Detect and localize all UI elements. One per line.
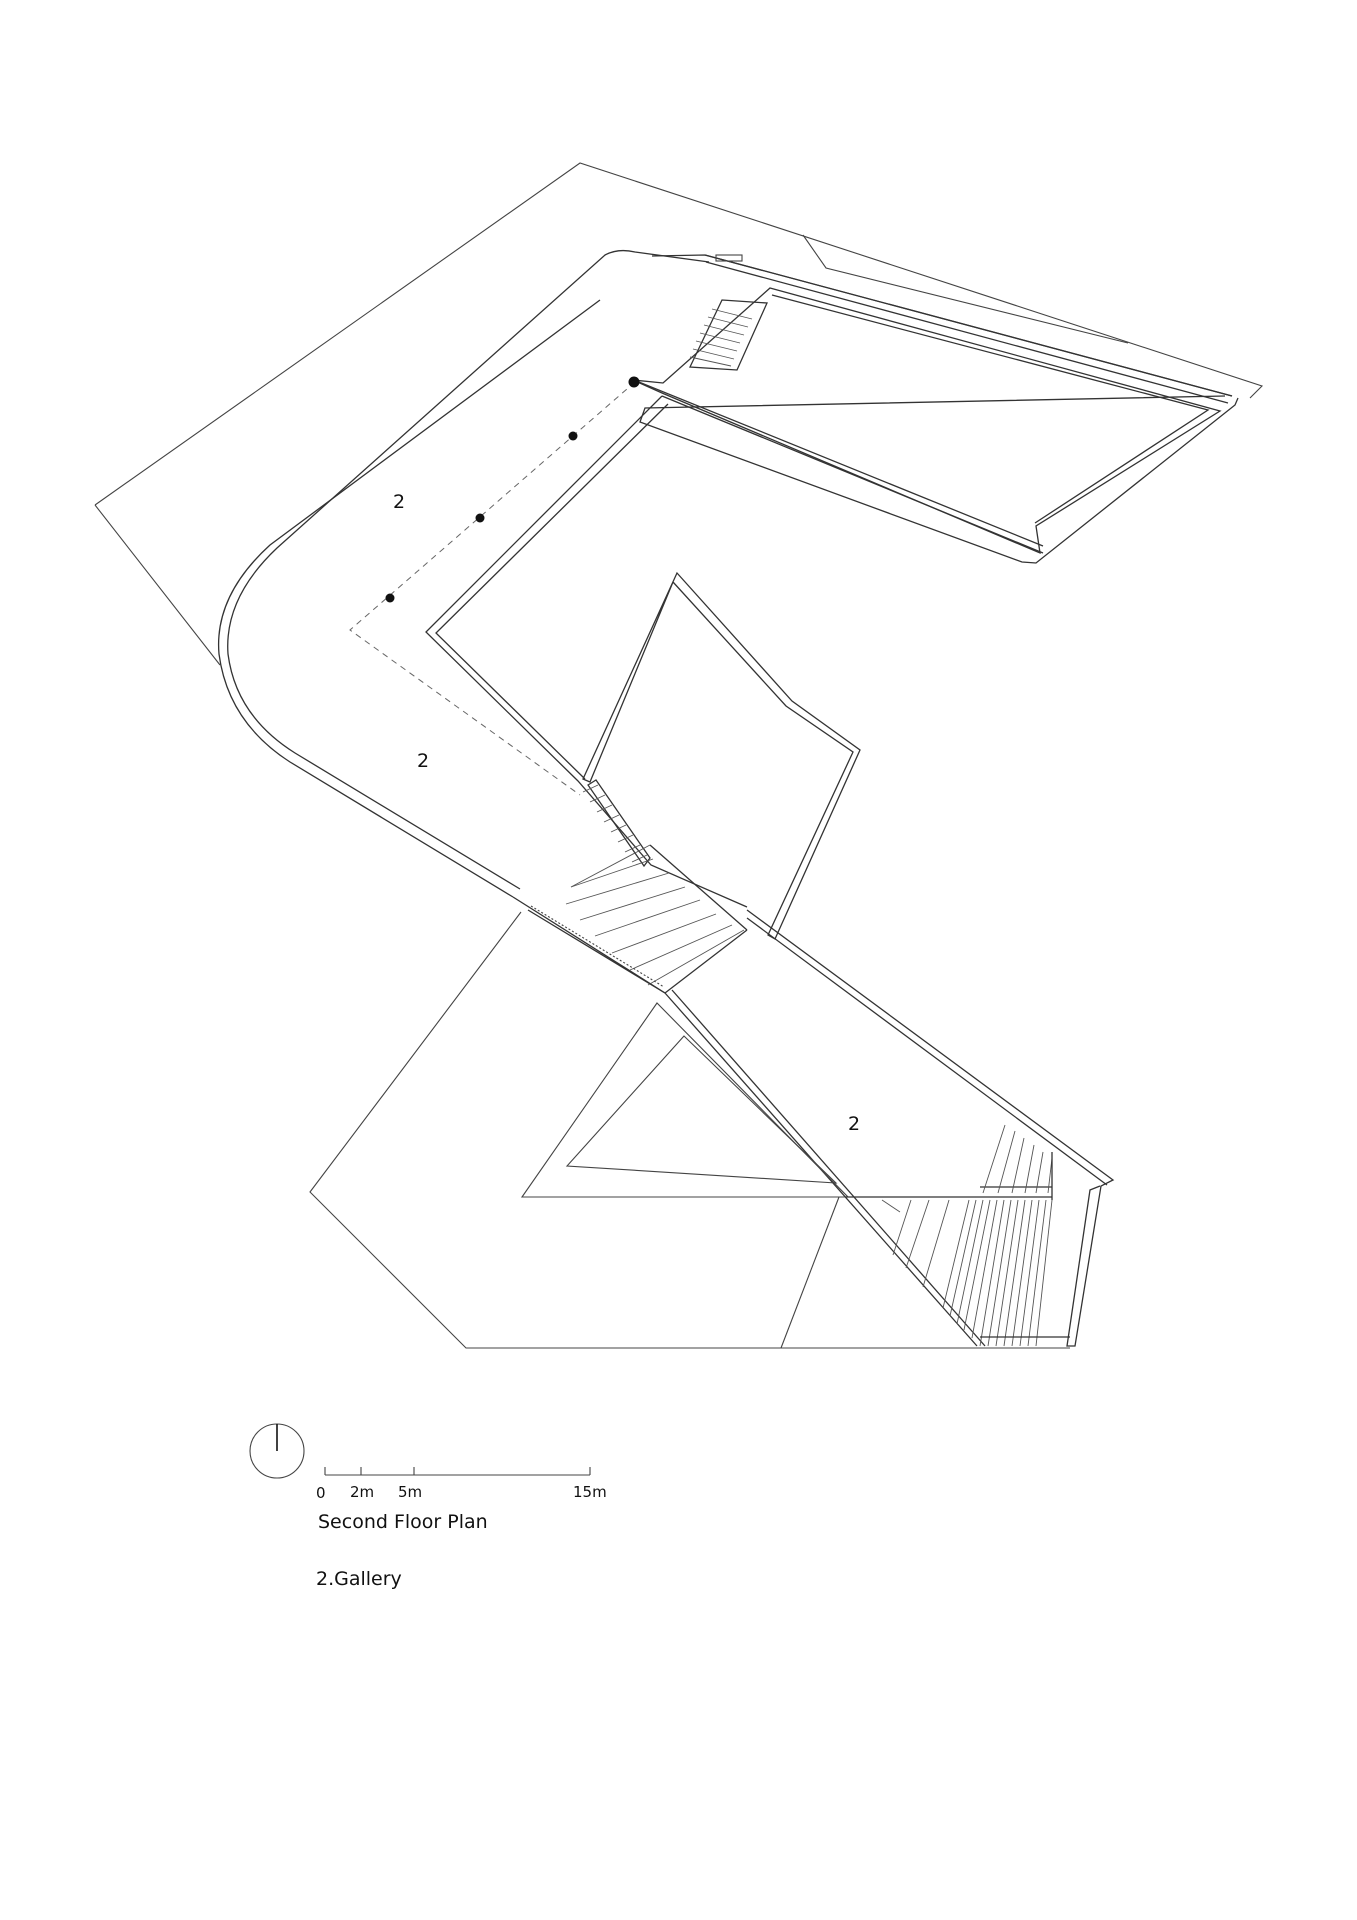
room-label-gallery-south: 2 bbox=[848, 1113, 860, 1135]
courtyard-wall bbox=[425, 395, 748, 908]
site-boundary bbox=[94, 162, 1264, 506]
room-label-gallery-north: 2 bbox=[393, 491, 405, 513]
north-light-well bbox=[632, 287, 1222, 555]
south-void-inner bbox=[565, 1035, 838, 1184]
scale-tick-label: 15m bbox=[573, 1483, 607, 1501]
south-wall-east bbox=[746, 909, 1115, 1347]
north-wall-inner bbox=[705, 261, 1229, 404]
window-frame bbox=[715, 254, 743, 262]
south-wall-west bbox=[309, 911, 1070, 1349]
site-boundary-west bbox=[94, 504, 221, 666]
scale-tick-label: 5m bbox=[398, 1483, 422, 1501]
gallery-wall-1 bbox=[633, 379, 1044, 547]
bridge-railing bbox=[527, 905, 666, 994]
north-staircase bbox=[688, 299, 768, 371]
outer-wall-inner-line bbox=[227, 249, 710, 890]
south-void-outer bbox=[520, 1002, 850, 1198]
outer-wall bbox=[217, 254, 1239, 898]
gallery-wall-1b bbox=[661, 395, 1044, 554]
legend-item-gallery: 2.Gallery bbox=[316, 1568, 402, 1590]
scale-tick-label: 2m bbox=[350, 1483, 374, 1501]
south-partition bbox=[780, 1196, 840, 1349]
north-wall-outer bbox=[704, 254, 1233, 397]
column bbox=[628, 376, 640, 388]
south-wall-east-inner bbox=[746, 917, 1108, 1186]
void-polygon bbox=[582, 571, 861, 940]
north-light-well-inner bbox=[771, 294, 1210, 524]
column bbox=[568, 431, 578, 441]
north-arrow-icon bbox=[249, 1423, 305, 1479]
site-boundary-north-notch bbox=[802, 234, 1129, 344]
plan-title: Second Floor Plan bbox=[318, 1511, 488, 1533]
gallery-edge-dashed bbox=[349, 381, 636, 796]
courtyard-wall-inner bbox=[435, 403, 669, 780]
bridge-staircase bbox=[512, 844, 748, 994]
south-wall-mid-inner bbox=[671, 989, 986, 1347]
column bbox=[385, 593, 395, 603]
room-label-gallery-west: 2 bbox=[417, 750, 429, 772]
scale-tick-label: 0 bbox=[316, 1484, 326, 1502]
scale-bar: 0 2m 5m 15m bbox=[316, 1467, 607, 1502]
mid-staircase bbox=[582, 779, 651, 868]
column bbox=[475, 513, 485, 523]
east-staircase bbox=[881, 1124, 1070, 1347]
